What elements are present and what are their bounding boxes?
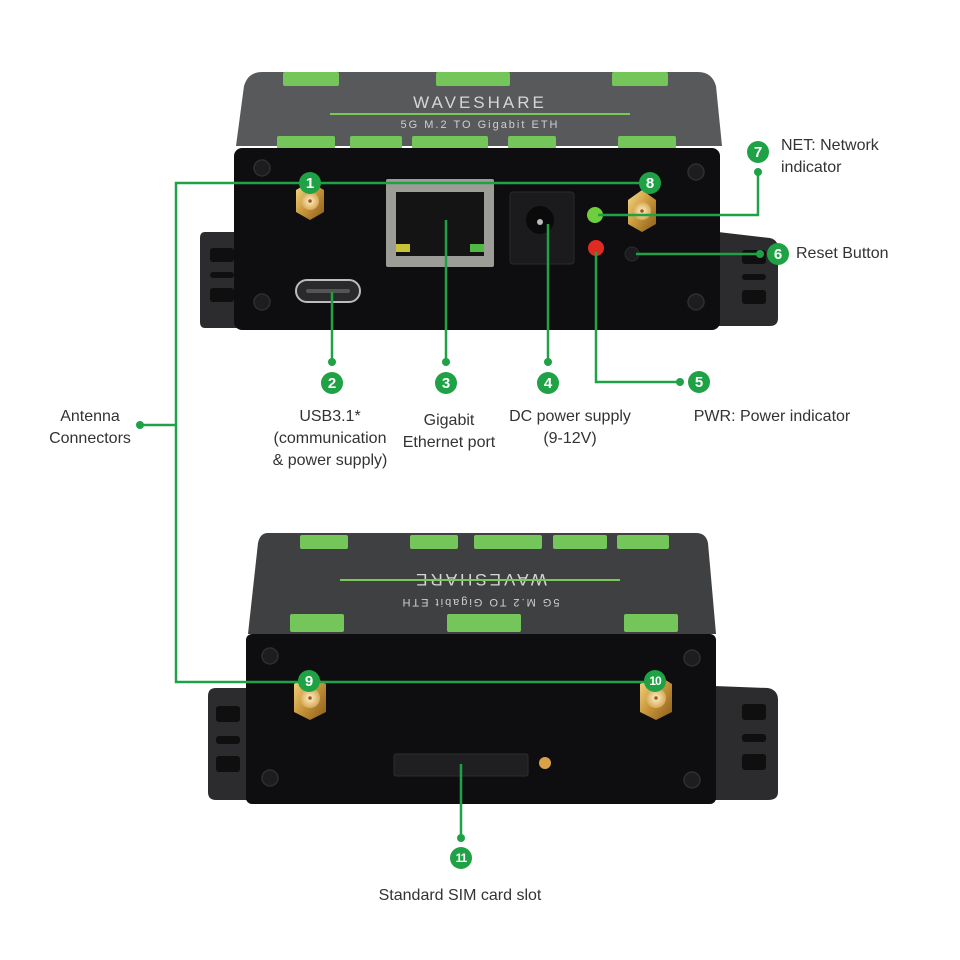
label-pwr-indicator: PWR: Power indicator [693, 408, 851, 425]
callout-badge-2: 2 [321, 372, 343, 394]
label-reset-button: Reset Button [796, 245, 889, 262]
callout-lines [140, 172, 760, 838]
callout-dots [136, 168, 764, 842]
right-bracket-bottom [714, 686, 778, 800]
callout-badge-6: 6 [767, 243, 789, 265]
top-lid [236, 72, 722, 146]
sim-eject-hole [539, 757, 551, 769]
callout-badge-8: 8 [639, 172, 661, 194]
callout-badge-4: 4 [537, 372, 559, 394]
top-device: WAVESHARE 5G M.2 TO Gigabit ETH [200, 72, 778, 330]
label-gigabit-ethernet: Gigabit Ethernet port [402, 412, 496, 451]
brand-logo-text: WAVESHARE [413, 93, 547, 112]
model-text: 5G M.2 TO Gigabit ETH [401, 119, 560, 131]
label-net-indicator: NET: Network indicator [781, 137, 879, 176]
callout-badge-11: 11 [450, 847, 472, 869]
label-antenna-connectors: Antenna Connectors [49, 408, 131, 447]
callout-badge-3: 3 [435, 372, 457, 394]
label-sim-card-slot: Standard SIM card slot [378, 887, 542, 904]
net-led [587, 207, 603, 223]
callout-badge-10: 10 [644, 670, 666, 692]
callout-badge-7: 7 [747, 141, 769, 163]
callout-badge-1: 1 [299, 172, 321, 194]
callout-badge-9: 9 [298, 670, 320, 692]
bottom-device: WAVESHARE 5G M.2 TO Gigabit ETH [208, 533, 778, 804]
model-text-bottom: 5G M.2 TO Gigabit ETH [401, 596, 560, 608]
label-usb31: USB3.1* (communication & power supply) [272, 408, 388, 469]
bottom-lid [248, 533, 716, 634]
callout-badge-5: 5 [688, 371, 710, 393]
label-dc-power: DC power supply (9-12V) [509, 408, 631, 447]
pwr-led [588, 240, 604, 256]
bottom-front-panel [246, 634, 716, 804]
